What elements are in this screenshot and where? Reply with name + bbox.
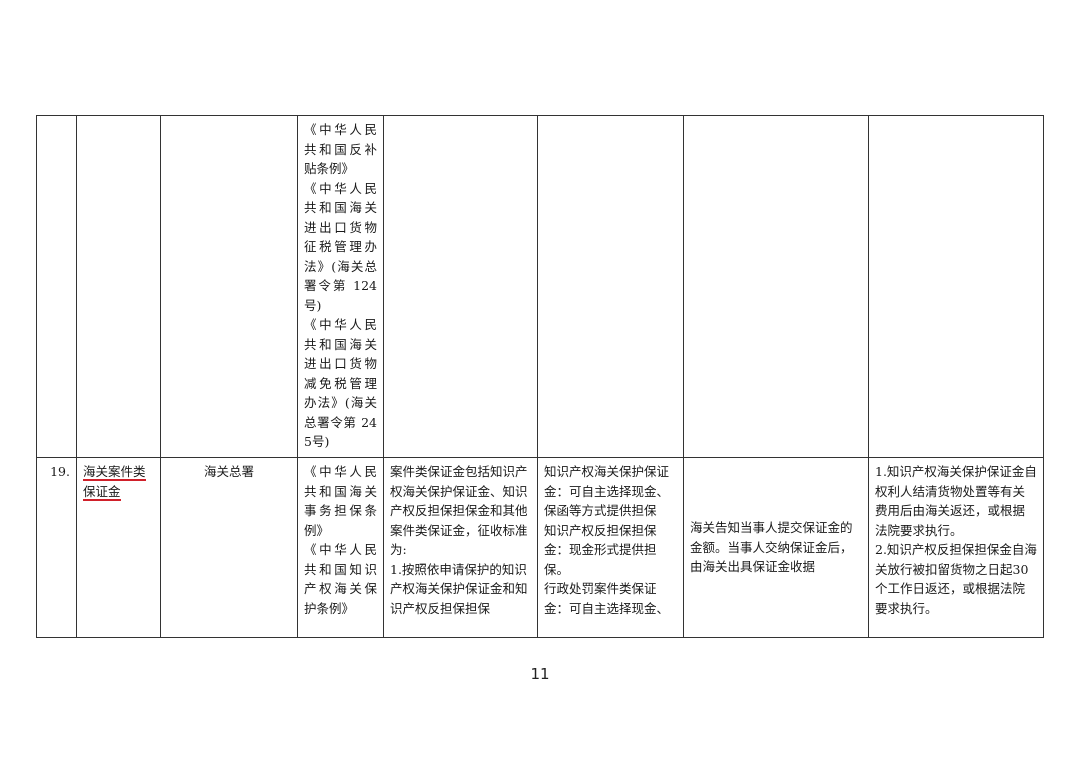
refund-cell [868,115,1044,458]
authority-cell: 海关总署 [160,457,298,638]
procedure-text: 海关告知当事人提交保证金的金额。当事人交纳保证金后，由海关出具保证金收据 [690,520,853,575]
legal-basis-text: 《中华人民共和国知识产权海关保护条例》 [304,542,377,616]
authority-cell [160,115,298,458]
refund-cell: 1.知识产权海关保护保证金自权利人结清货物处置等有关费用后由海关返还，或根据法院… [868,457,1044,638]
method-text: 行政处罚案件类保证金：可自主选择现金、 [544,581,670,616]
refund-text: 2.知识产权反担保担保金自海关放行被扣留货物之日起30个工作日返还，或根据法院要… [875,542,1037,616]
legal-basis-text: 《中华人民共和国海关进出口货物减免税管理办法》(海关总署令第 245号) [304,317,377,449]
fee-table: 《中华人民共和国反补贴条例》 《中华人民共和国海关进出口货物征税管理办法》(海关… [36,115,1044,638]
procedure-cell [683,115,869,458]
method-text: 知识产权反担保担保金：现金形式提供担保。 [544,522,657,577]
table-row: 19. 海关案件类 保证金 海关总署 《中华人民共和国海关事务担保条例》 《中华… [36,457,1044,638]
refund-text: 1.知识产权海关保护保证金自权利人结清货物处置等有关费用后由海关返还，或根据法院… [875,464,1037,538]
item-name-line: 海关案件类 [83,464,146,481]
scope-cell [383,115,538,458]
scope-cell: 案件类保证金包括知识产权海关保护保证金、知识产权反担保担保金和其他案件类保证金，… [383,457,538,638]
legal-basis-cell: 《中华人民共和国海关事务担保条例》 《中华人民共和国知识产权海关保护条例》 [297,457,384,638]
legal-basis-text: 《中华人民共和国海关进出口货物征税管理办法》(海关总署令第 124号) [304,180,377,313]
item-name-line: 保证金 [83,483,121,501]
legal-basis-text: 《中华人民共和国海关事务担保条例》 [304,464,377,538]
item-name-cell: 海关案件类 保证金 [76,457,161,638]
item-name-cell [76,115,161,458]
row-number-cell: 19. [36,457,77,638]
table-row: 《中华人民共和国反补贴条例》 《中华人民共和国海关进出口货物征税管理办法》(海关… [36,115,1044,458]
procedure-cell: 海关告知当事人提交保证金的金额。当事人交纳保证金后，由海关出具保证金收据 [683,457,869,638]
row-number: 19. [50,464,70,479]
legal-basis-text: 《中华人民共和国反补贴条例》 [304,122,377,176]
method-cell [537,115,684,458]
method-cell: 知识产权海关保护保证金：可自主选择现金、保函等方式提供担保 知识产权反担保担保金… [537,457,684,638]
row-number-cell [36,115,77,458]
legal-basis-cell: 《中华人民共和国反补贴条例》 《中华人民共和国海关进出口货物征税管理办法》(海关… [297,115,384,458]
scope-text: 案件类保证金包括知识产权海关保护保证金、知识产权反担保担保金和其他案件类保证金，… [390,464,528,557]
authority-text: 海关总署 [203,464,254,479]
method-text: 知识产权海关保护保证金：可自主选择现金、保函等方式提供担保 [544,464,670,518]
scope-text: 1.按照依申请保护的知识产权海关保护保证金和知识产权反担保担保 [390,561,528,616]
page-number: 11 [530,665,550,683]
